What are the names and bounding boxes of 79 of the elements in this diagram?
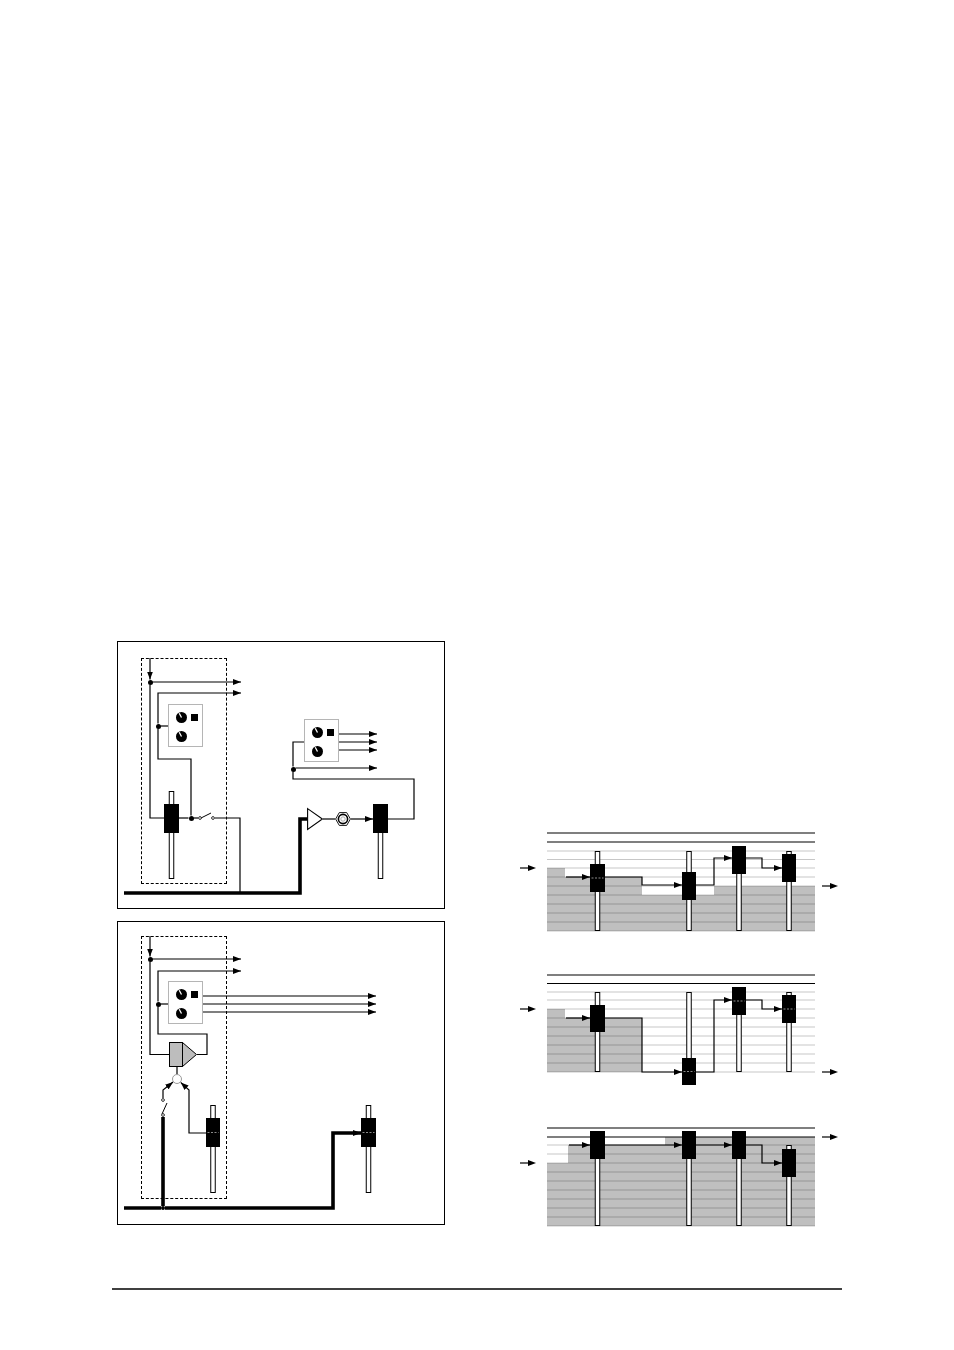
signal-line — [124, 1206, 161, 1210]
arrow — [338, 731, 378, 737]
fader — [732, 987, 746, 1072]
fader — [732, 846, 746, 931]
arrow — [565, 1015, 591, 1021]
arrow — [695, 997, 733, 1073]
signal-line — [149, 960, 170, 1056]
arrow — [151, 956, 242, 962]
fader — [164, 791, 179, 879]
fader — [590, 851, 605, 931]
switch-symbol — [198, 812, 215, 820]
signal-line — [161, 1117, 165, 1206]
signal-line — [157, 727, 192, 817]
fader — [682, 1131, 696, 1226]
arrow — [338, 747, 378, 753]
signal-line — [157, 1005, 208, 1056]
fader — [782, 1145, 796, 1226]
fader — [590, 1131, 605, 1226]
arrow — [745, 999, 783, 1012]
dashed-frame — [141, 658, 227, 884]
amplifier-symbol — [169, 1042, 197, 1067]
arrow — [165, 1130, 361, 1210]
arrow — [695, 1142, 733, 1148]
fader — [361, 1105, 376, 1193]
panel-frame — [117, 641, 445, 909]
fader — [782, 992, 796, 1072]
knob-panel — [168, 981, 203, 1024]
fader — [373, 804, 388, 879]
arrow — [180, 1081, 207, 1134]
knob-panel — [168, 704, 203, 747]
signal-line — [159, 1003, 169, 1005]
arrow — [147, 935, 153, 958]
junction-dot — [188, 815, 194, 821]
arrow — [157, 968, 242, 1003]
arrow — [604, 1142, 683, 1148]
junction-dot — [155, 723, 161, 729]
signal-line — [292, 770, 415, 820]
arrow — [350, 816, 374, 822]
arrow — [151, 679, 242, 685]
arrow — [147, 657, 153, 681]
signal-line — [159, 725, 169, 727]
fader — [732, 1131, 746, 1226]
arrow — [202, 993, 377, 999]
summing-circle — [172, 1074, 182, 1084]
fader — [206, 1105, 220, 1193]
signal-line — [192, 817, 199, 819]
junction-dot — [147, 679, 153, 685]
jack-socket — [335, 811, 351, 827]
arrow — [745, 1144, 783, 1166]
signal-line — [292, 741, 305, 768]
signal-line — [178, 817, 190, 819]
arrow — [604, 1017, 683, 1075]
signal-line — [176, 1066, 178, 1075]
arrow — [162, 1081, 174, 1099]
dashed-frame — [141, 936, 227, 1199]
fader — [682, 851, 696, 931]
signal-line — [124, 817, 307, 895]
arrow — [202, 1009, 377, 1015]
fader — [782, 851, 796, 931]
junction-dot — [155, 1001, 161, 1007]
junction-dot — [290, 766, 296, 772]
arrow — [294, 765, 378, 771]
amplifier-symbol — [307, 808, 323, 830]
fader — [590, 992, 605, 1072]
arrow — [604, 876, 683, 888]
arrow — [568, 1142, 591, 1148]
arrow — [157, 690, 242, 725]
signal-line — [149, 683, 165, 819]
arrow — [745, 857, 783, 871]
fader — [682, 992, 696, 1085]
arrow — [565, 874, 591, 880]
arrow — [695, 855, 733, 886]
signal-line — [322, 818, 336, 820]
arrow — [202, 1001, 377, 1007]
arrow — [338, 739, 378, 745]
knob-panel — [304, 719, 339, 762]
panel-frame — [117, 921, 445, 1225]
junction-dot — [147, 956, 153, 962]
junction-dot — [161, 1206, 165, 1210]
